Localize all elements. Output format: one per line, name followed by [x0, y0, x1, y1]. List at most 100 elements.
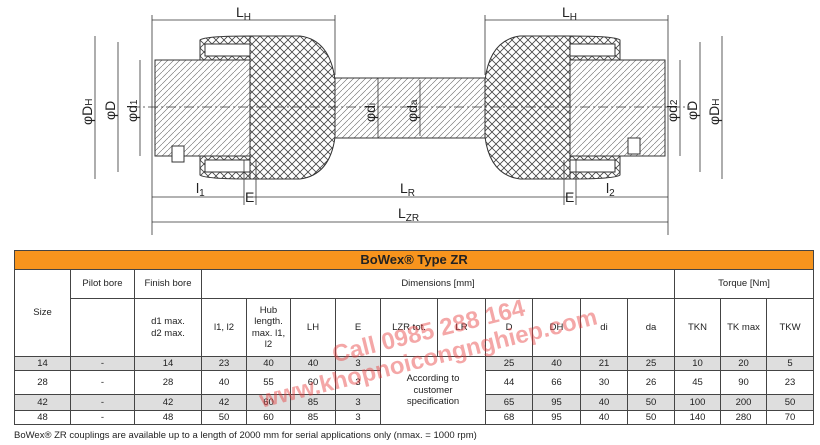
right-hub [569, 59, 666, 157]
header-tkmax: TK max [720, 298, 767, 357]
cell-lh: 40 [290, 356, 336, 371]
cell-D: 25 [485, 356, 533, 371]
cell-da: 26 [627, 370, 675, 395]
cell-tkn: 140 [674, 410, 721, 425]
cell-D: 68 [485, 410, 533, 425]
cell-hub: 55 [246, 370, 291, 395]
cell-e: 3 [335, 370, 381, 395]
cell-tkn: 10 [674, 356, 721, 371]
cell-lh: 85 [290, 410, 336, 425]
header-e: E [335, 298, 381, 357]
cell-tkmax: 200 [720, 394, 767, 411]
lzr-label: LZR [398, 205, 419, 224]
cell-tkw: 70 [765, 410, 815, 425]
header-pilot-bore: Pilot bore [70, 269, 135, 299]
cell-di: 40 [580, 410, 628, 425]
cell-D: 65 [485, 394, 533, 411]
l1-label: l1 [196, 180, 205, 199]
header-tkn: TKN [674, 298, 721, 357]
cell-dh: 66 [532, 370, 581, 395]
right-elastic [484, 35, 571, 180]
cell-e: 3 [335, 410, 381, 425]
cell-dh: 40 [532, 356, 581, 371]
header-d: D [485, 298, 533, 357]
header-lh: LH [290, 298, 336, 357]
cell-pilot: - [70, 370, 135, 395]
dh-left-label: φDH [79, 99, 95, 125]
header-hub-length: Hub length. max. l1, l2 [246, 298, 291, 357]
e-left-label: E [245, 189, 254, 205]
specs-table: BoWex® Type ZR Size Pilot bore Finish bo… [13, 250, 815, 425]
cell-hub: 60 [246, 394, 291, 411]
tube [334, 77, 486, 139]
cell-dh: 95 [532, 394, 581, 411]
cell-l1: 50 [201, 410, 247, 425]
cell-lh: 85 [290, 394, 336, 411]
cell-da: 50 [627, 410, 675, 425]
cell-size: 48 [14, 410, 71, 425]
header-finish-bore: Finish bore [134, 269, 202, 299]
cell-tkn: 100 [674, 394, 721, 411]
cell-lh: 60 [290, 370, 336, 395]
d2-label: φd2 [664, 99, 680, 122]
d-right-label: φD [684, 101, 700, 120]
cell-di: 21 [580, 356, 628, 371]
cell-di: 30 [580, 370, 628, 395]
cell-pilot: - [70, 410, 135, 425]
da-label: φda [404, 99, 420, 122]
cell-e: 3 [335, 356, 381, 371]
header-dimensions: Dimensions [mm] [201, 269, 675, 299]
cell-tkw: 23 [765, 370, 815, 395]
cell-l1: 40 [201, 370, 247, 395]
cell-size: 42 [14, 394, 71, 411]
coupling-body [154, 35, 666, 180]
header-di: di [580, 298, 628, 357]
cell-D: 44 [485, 370, 533, 395]
cell-finish: 14 [134, 356, 202, 371]
cell-e: 3 [335, 394, 381, 411]
header-torque: Torque [Nm] [673, 269, 815, 299]
cell-finish: 42 [134, 394, 202, 411]
cell-pilot: - [70, 394, 135, 411]
dh-right-label: φDH [706, 99, 722, 125]
header-d-max: d1 max.d2 max. [134, 298, 202, 357]
cell-tkmax: 280 [720, 410, 767, 425]
l2-label: l2 [606, 180, 615, 199]
cell-size: 14 [14, 356, 71, 371]
header-l1-l2: l1, l2 [201, 298, 247, 357]
table-title: BoWex® Type ZR [13, 250, 815, 270]
cell-tkw: 50 [765, 394, 815, 411]
lh-right-label: LH [562, 4, 577, 23]
d-left-label: φD [102, 101, 118, 120]
cell-tkn: 45 [674, 370, 721, 395]
cell-l1: 23 [201, 356, 247, 371]
di-label: φdi [362, 103, 378, 122]
cell-l1: 42 [201, 394, 247, 411]
cell-hub: 40 [246, 356, 291, 371]
cell-size: 28 [14, 370, 71, 395]
d1-label: φd1 [124, 99, 140, 122]
header-dh: DH [532, 298, 581, 357]
cell-finish: 48 [134, 410, 202, 425]
cell-pilot: - [70, 356, 135, 371]
cell-hub: 60 [246, 410, 291, 425]
customer-spec-note: According to customer specification [380, 356, 486, 425]
cell-tkw: 5 [765, 356, 815, 371]
cell-da: 50 [627, 394, 675, 411]
cell-di: 40 [580, 394, 628, 411]
lh-left-label: LH [236, 4, 251, 23]
header-size: Size [14, 269, 71, 357]
coupling-drawing: LH LH φDH φD φd1 φdi φda φd2 φD φDH l1 E… [79, 4, 723, 235]
cell-da: 25 [627, 356, 675, 371]
header-da: da [627, 298, 675, 357]
e-right-label: E [565, 189, 574, 205]
cell-tkmax: 90 [720, 370, 767, 395]
footnote: BoWex® ZR couplings are available up to … [14, 430, 477, 441]
left-elastic [249, 35, 336, 180]
header-lr: LR [437, 298, 486, 357]
cell-dh: 95 [532, 410, 581, 425]
header-tkw: TKW [765, 298, 815, 357]
